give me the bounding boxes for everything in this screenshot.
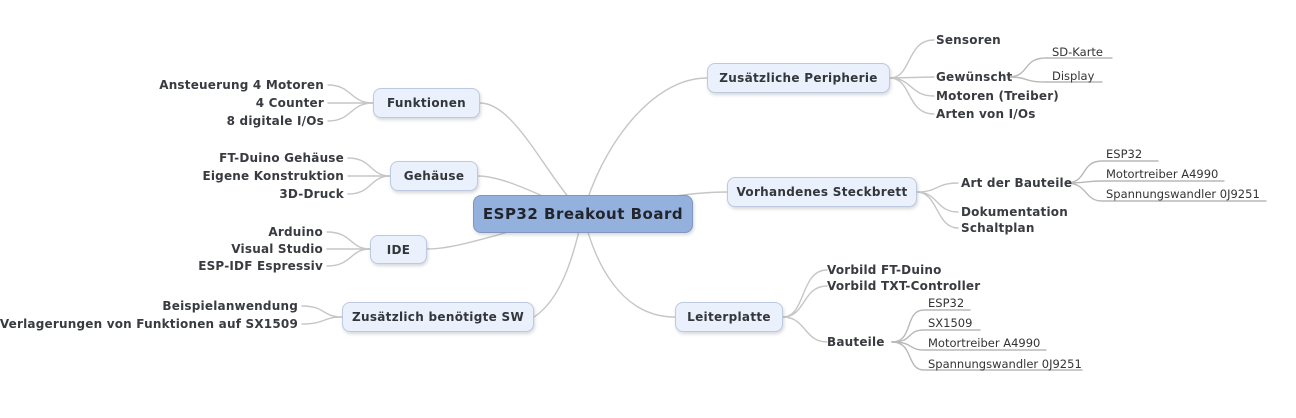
branch-funktionen[interactable]: Funktionen [373,88,480,118]
topic-verlagerungen-sx1509[interactable]: Verlagerungen von Funktionen auf SX1509 [0,317,298,331]
topic-sd-karte[interactable]: SD-Karte [1052,45,1104,59]
topic-schaltplan[interactable]: Schaltplan [961,221,1035,235]
topic-bauteile-sx1509[interactable]: SX1509 [928,316,973,330]
topic-vorbild-ft-duino[interactable]: Vorbild FT-Duino [827,263,942,277]
branch-zusaetzliche-peripherie[interactable]: Zusätzliche Peripherie [707,63,890,93]
topic-3d-druck[interactable]: 3D-Druck [279,187,344,201]
topic-arduino[interactable]: Arduino [268,225,323,239]
topic-4-counter[interactable]: 4 Counter [255,96,324,110]
topic-esp-idf-espressiv[interactable]: ESP-IDF Espressiv [198,259,323,273]
topic-steckbrett-motortreiber-a4990[interactable]: Motortreiber A4990 [1106,167,1219,181]
topic-display[interactable]: Display [1052,69,1095,83]
topic-dokumentation[interactable]: Dokumentation [961,205,1068,219]
topic-visual-studio[interactable]: Visual Studio [231,242,323,256]
topic-beispielanwendung[interactable]: Beispielanwendung [162,299,298,313]
branch-gehaeuse[interactable]: Gehäuse [390,161,478,191]
branch-zusaetzlich-benoetigte-sw[interactable]: Zusätzlich benötigte SW [342,302,534,332]
topic-steckbrett-spannungswandler-0j9251[interactable]: Spannungswandler 0J9251 [1106,187,1260,201]
branch-leiterplatte[interactable]: Leiterplatte [675,302,783,332]
topic-arten-von-ios[interactable]: Arten von I/Os [936,107,1036,121]
topic-8-digitale-ios[interactable]: 8 digitale I/Os [226,114,324,128]
topic-ft-duino-gehaeuse[interactable]: FT-Duino Gehäuse [219,151,344,165]
topic-bauteile[interactable]: Bauteile [827,335,885,349]
branch-ide[interactable]: IDE [370,235,427,264]
central-topic[interactable]: ESP32 Breakout Board [473,195,693,233]
topic-gewuenscht[interactable]: Gewünscht [936,70,1013,84]
topic-bauteile-esp32[interactable]: ESP32 [928,296,965,310]
topic-bauteile-spannungswandler-0j9251[interactable]: Spannungswandler 0J9251 [928,357,1082,371]
topic-eigene-konstruktion[interactable]: Eigene Konstruktion [202,169,344,183]
topic-motoren-treiber[interactable]: Motoren (Treiber) [936,89,1059,103]
topic-vorbild-txt-controller[interactable]: Vorbild TXT-Controller [827,279,981,293]
topic-sensoren[interactable]: Sensoren [936,33,1001,47]
topic-bauteile-motortreiber-a4990[interactable]: Motortreiber A4990 [928,336,1041,350]
topic-ansteuerung-4-motoren[interactable]: Ansteuerung 4 Motoren [159,78,324,92]
topic-art-der-bauteile[interactable]: Art der Bauteile [961,176,1073,190]
branch-vorhandenes-steckbrett[interactable]: Vorhandenes Steckbrett [727,177,917,207]
topic-steckbrett-esp32[interactable]: ESP32 [1106,147,1143,161]
